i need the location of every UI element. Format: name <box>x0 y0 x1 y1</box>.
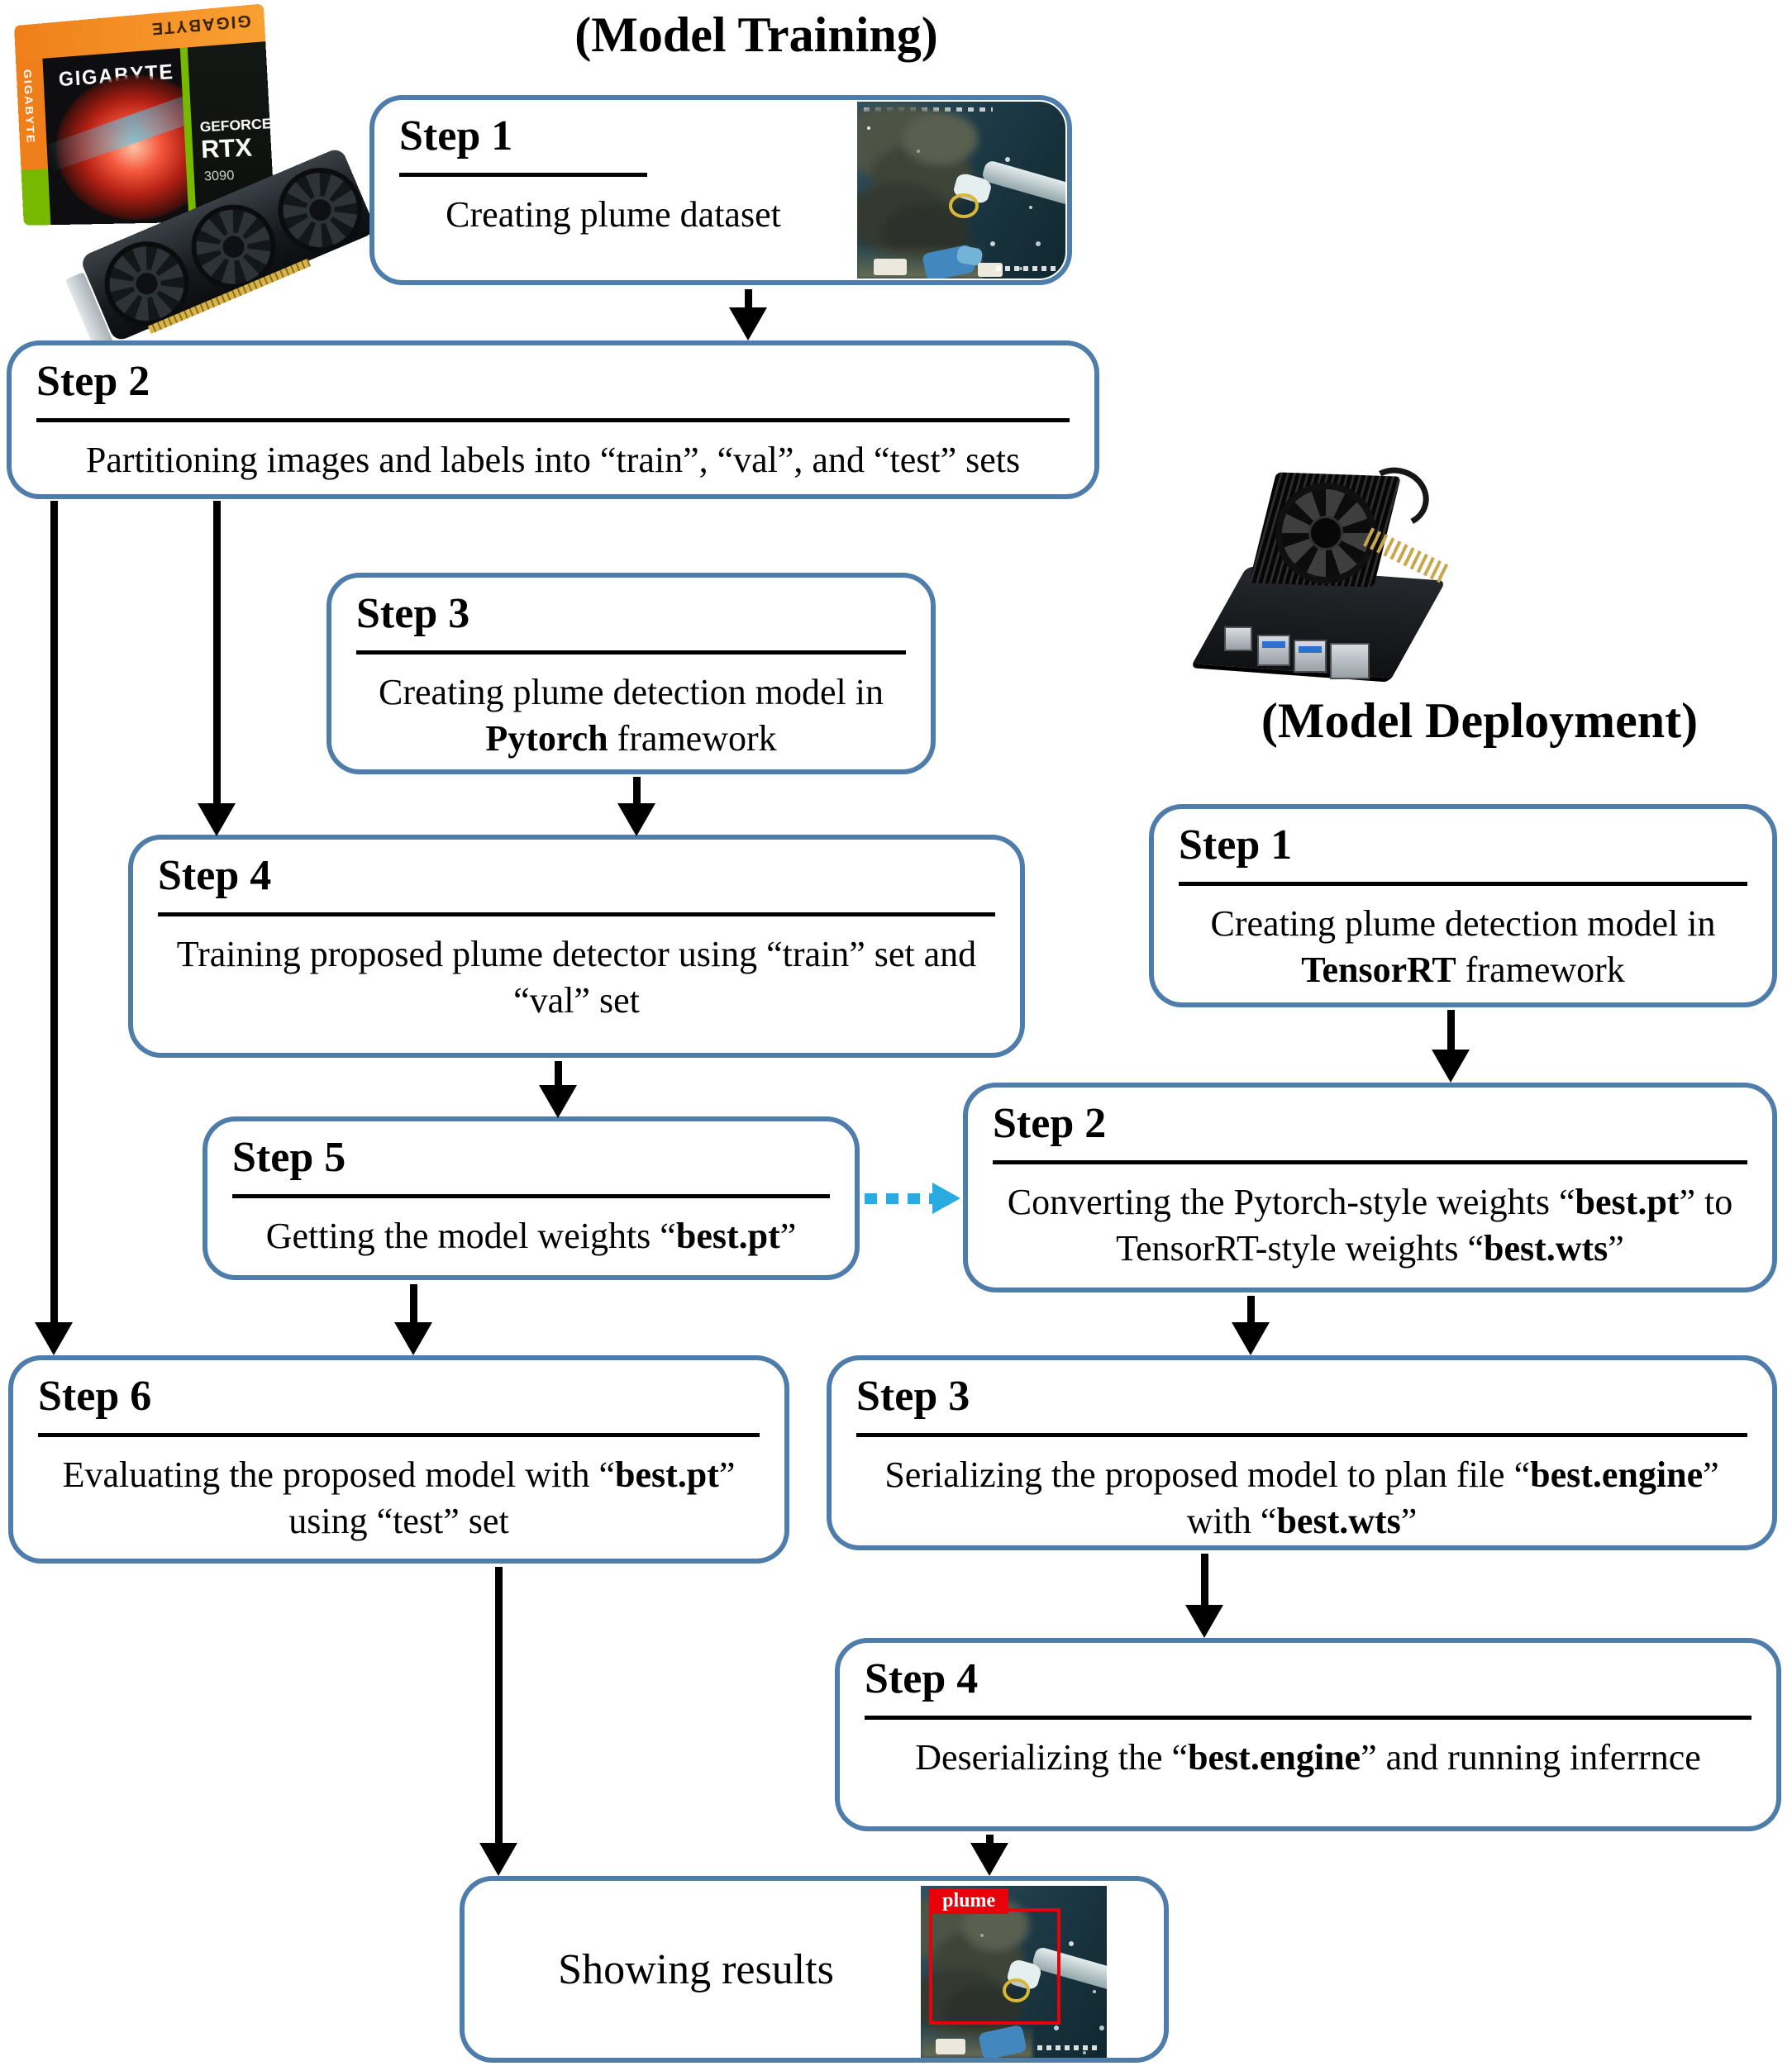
step-heading: Step 2 <box>993 1100 1107 1147</box>
step-heading: Step 3 <box>356 590 470 637</box>
equipment-box <box>936 2039 965 2054</box>
step-body-text: Deserializing the “best.engine” and runn… <box>915 1736 1701 1778</box>
gpu-model-text: 3090 <box>203 168 235 184</box>
step-body-text: Creating plume detection model in Tensor… <box>1210 902 1716 990</box>
step-heading: Step 3 <box>856 1373 970 1420</box>
heading-divider <box>158 912 995 916</box>
step-body-text: Creating plume detection model in Pytorc… <box>379 671 884 759</box>
training-section-title: (Model Training) <box>574 7 938 62</box>
deployment-step-3-box: Step 3 Serializing the proposed model to… <box>827 1355 1777 1550</box>
gpu-box-top-brand-text: GIGABYTE <box>149 11 251 38</box>
training-step-2-box: Step 2 Partitioning images and labels in… <box>7 340 1099 499</box>
step-body-text: Converting the Pytorch-style weights “be… <box>1007 1181 1733 1269</box>
deployment-section-title: (Model Deployment) <box>1261 693 1699 748</box>
arrow-weights-transfer-dashed <box>865 1183 960 1214</box>
gpu-spine-brand-text: GIGABYTE <box>20 69 37 145</box>
heading-divider <box>399 172 647 177</box>
gpu-photo: GIGABYTE GIGABYTE GIGABYTE GEFORCE RTX 3… <box>7 3 378 356</box>
training-step-4-box: Step 4 Training proposed plume detector … <box>128 835 1025 1058</box>
step-body-text: Partitioning images and labels into “tra… <box>85 439 1021 480</box>
heading-divider <box>865 1715 1751 1720</box>
jetson-board-photo <box>1192 459 1451 691</box>
heading-divider <box>38 1432 760 1437</box>
arrow-deploy-step3-to-step4 <box>1185 1554 1223 1638</box>
step-heading: Step 5 <box>232 1134 346 1181</box>
training-step-1-box: Step 1 Creating plume dataset <box>369 95 1072 285</box>
heading-divider <box>356 650 906 655</box>
training-step-3-box: Step 3 Creating plume detection model in… <box>326 573 936 774</box>
training-step-6-box: Step 6 Evaluating the proposed model wit… <box>8 1355 789 1564</box>
jetson-usb-port <box>1294 640 1327 673</box>
arrow-deploy-step4-to-results <box>970 1835 1008 1876</box>
step-heading: Step 4 <box>865 1655 979 1702</box>
gpu-series-text: GEFORCE <box>199 115 273 136</box>
training-step-5-box: Step 5 Getting the model weights “best.p… <box>203 1116 860 1280</box>
detection-bbox <box>929 1908 1060 2026</box>
step-heading: Step 4 <box>158 852 272 899</box>
video-overlay-marks <box>996 266 1056 271</box>
step-heading: Step 1 <box>399 112 513 159</box>
rov-arm <box>981 159 1065 207</box>
results-label: Showing results <box>558 1945 834 1993</box>
water-particles <box>867 126 870 130</box>
step-body-text: Evaluating the proposed model with “best… <box>62 1454 736 1541</box>
gpu-box-spine: GIGABYTE <box>16 58 51 226</box>
arrow-train-step1-to-step2 <box>729 289 767 340</box>
deployment-step-4-box: Step 4 Deserializing the “best.engine” a… <box>835 1638 1781 1831</box>
plume-cloud <box>903 112 979 166</box>
heading-divider <box>856 1432 1747 1437</box>
arrow-train-step2-to-step4 <box>198 501 236 836</box>
heading-divider <box>36 417 1070 422</box>
deployment-step-1-box: Step 1 Creating plume detection model in… <box>1149 804 1777 1007</box>
detection-result-photo: plume <box>921 1886 1107 2058</box>
manipulator-claw <box>948 193 979 218</box>
video-overlay-marks <box>864 107 994 112</box>
step-heading: Step 2 <box>36 358 150 405</box>
step-heading: Step 6 <box>38 1373 152 1420</box>
plume-dataset-photo <box>857 102 1065 278</box>
arrow-train-step2-to-step6 <box>35 501 73 1355</box>
deployment-step-2-box: Step 2 Converting the Pytorch-style weig… <box>963 1083 1777 1292</box>
jetson-ethernet-port <box>1330 643 1370 679</box>
gpu-spine-green-patch <box>21 169 51 226</box>
step-body-text: Training proposed plume detector using “… <box>176 933 977 1021</box>
video-overlay-marks <box>1037 2045 1097 2050</box>
heading-divider <box>1179 881 1747 886</box>
heading-divider <box>993 1159 1747 1164</box>
step-heading: Step 1 <box>1179 821 1293 869</box>
jetson-hdmi-port <box>1224 626 1252 651</box>
step-body-text: Getting the model weights “best.pt” <box>265 1215 797 1256</box>
arrow-deploy-step1-to-step2 <box>1432 1010 1470 1083</box>
gpu-series-rtx-text: RTX <box>200 133 253 164</box>
heading-divider <box>232 1193 830 1198</box>
arrow-train-step4-to-step5 <box>539 1061 577 1118</box>
manipulator-claw <box>1003 1978 1030 2003</box>
showing-results-box: Showing results plume <box>460 1876 1169 2063</box>
arrow-train-step3-to-step4 <box>617 777 655 836</box>
arrow-train-step6-to-results <box>479 1567 517 1876</box>
arrow-train-step5-to-step6 <box>394 1284 432 1355</box>
detection-label: plume <box>929 1888 1009 1914</box>
jetson-fan-icon <box>1275 483 1376 583</box>
jetson-usb-port <box>1257 635 1290 666</box>
step-body-text: Creating plume dataset <box>446 193 781 235</box>
step-body-text: Serializing the proposed model to plan f… <box>884 1454 1719 1541</box>
arrow-deploy-step2-to-step3 <box>1232 1296 1270 1355</box>
equipment-box <box>874 259 908 275</box>
